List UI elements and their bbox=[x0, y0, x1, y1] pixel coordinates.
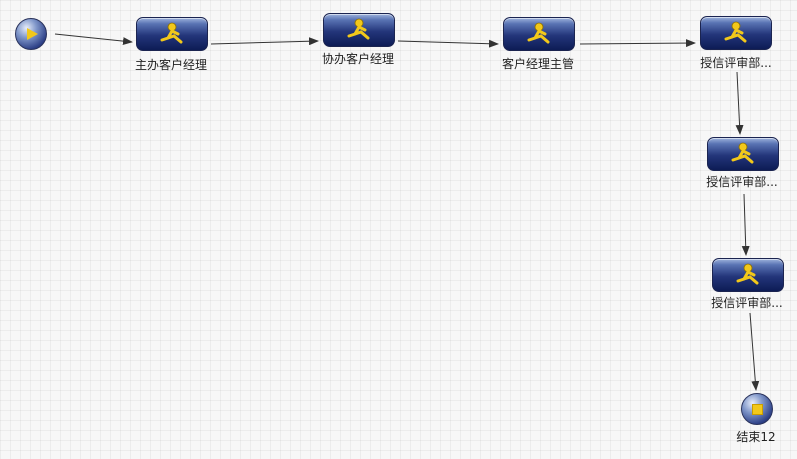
end-event[interactable] bbox=[741, 393, 773, 425]
task-label-3: 客户经理主管 bbox=[501, 57, 574, 71]
edge-task4-to-task5 bbox=[735, 71, 744, 135]
task-node-1[interactable] bbox=[136, 17, 208, 51]
running-person-icon bbox=[731, 142, 754, 164]
edge-task6-to-end bbox=[749, 312, 760, 391]
edge-task5-to-task6 bbox=[741, 193, 750, 256]
task-node-4[interactable] bbox=[700, 16, 772, 50]
task-label-1: 主办客户经理 bbox=[134, 58, 207, 72]
edge-task3-to-task4 bbox=[579, 39, 696, 48]
running-person-icon bbox=[724, 21, 747, 43]
task-node-5[interactable] bbox=[707, 137, 779, 171]
stop-icon bbox=[752, 404, 763, 415]
running-person-icon bbox=[527, 22, 550, 44]
edge-task2-to-task3 bbox=[397, 39, 499, 48]
end-label: 结束12 bbox=[736, 430, 776, 444]
task-node-2[interactable] bbox=[323, 13, 395, 47]
running-person-icon bbox=[160, 22, 183, 44]
task-label-4: 授信评审部... bbox=[700, 56, 772, 70]
running-person-icon bbox=[347, 18, 370, 40]
edge-start-to-task1 bbox=[54, 33, 133, 46]
play-icon bbox=[27, 28, 38, 40]
edge-task1-to-task2 bbox=[210, 37, 319, 46]
task-label-6: 授信评审部... bbox=[711, 296, 783, 310]
task-node-3[interactable] bbox=[503, 17, 575, 51]
task-label-5: 授信评审部... bbox=[706, 175, 778, 189]
start-event[interactable] bbox=[15, 18, 47, 50]
task-label-2: 协办客户经理 bbox=[321, 52, 394, 66]
task-node-6[interactable] bbox=[712, 258, 784, 292]
running-person-icon bbox=[736, 263, 759, 285]
